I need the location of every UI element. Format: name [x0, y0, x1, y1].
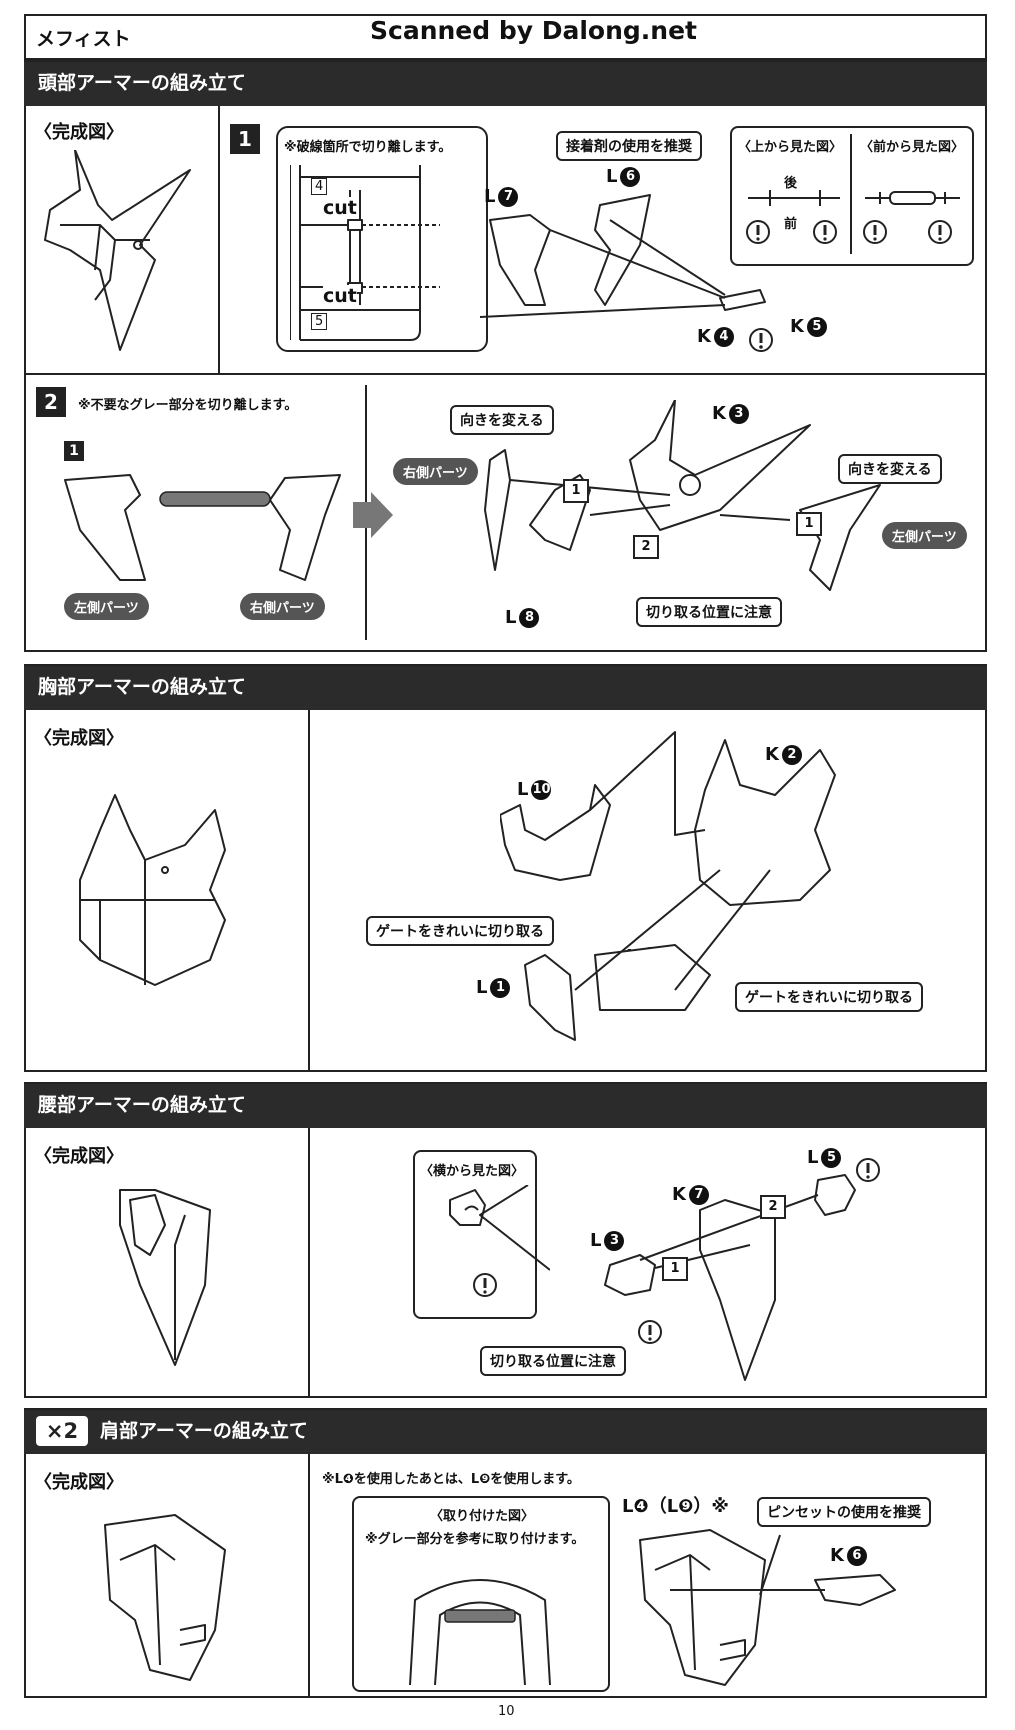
view-front-label: 〈前から見た図〉 [860, 140, 965, 155]
attach-view-illustration [409, 1579, 551, 1685]
attach-view-note: ※グレー部分を参考に取り付けます。 [365, 1532, 585, 1547]
shoulder-section-bar [24, 1410, 987, 1454]
shoulder-assembly-illustration [639, 1529, 896, 1686]
runner-label-5: 5 [311, 313, 328, 330]
order-1b-head: 1 [796, 512, 822, 536]
cut-caution-head: 切り取る位置に注意 [636, 597, 782, 627]
shoulder-completed-illustration [104, 1514, 226, 1681]
glue-callout: 接着剤の使用を推奨 [556, 131, 702, 161]
header-frame [24, 14, 987, 60]
chest-completed-illustration [79, 794, 226, 986]
gate-callout-1: ゲートをきれいに切り取る [366, 916, 554, 946]
head-step1-number: 1 [230, 124, 260, 154]
order-2-waist: 2 [760, 1195, 786, 1219]
scan-credit: Scanned by Dalong.net [370, 16, 698, 45]
runner-label-4: 4 [311, 178, 328, 195]
shoulder-part-main: L❹（L❾）※ [622, 1496, 729, 1517]
tweezers-callout: ピンセットの使用を推奨 [757, 1497, 931, 1527]
head-section-title: 頭部アーマーの組み立て [24, 62, 987, 106]
waist-assembly-illustration [604, 1158, 880, 1381]
chest-divider [308, 710, 310, 1072]
attach-view-title: 〈取り付けた図〉 [430, 1509, 535, 1524]
head-step2-number: 2 [36, 387, 66, 417]
head-step2-right-tag: 右側パーツ [393, 458, 478, 485]
cut-caution-waist: 切り取る位置に注意 [480, 1346, 626, 1376]
head-completed-label: 〈完成図〉 [34, 122, 124, 143]
change-direction-1: 向きを変える [450, 405, 554, 435]
head-step2-left-tag: 左側パーツ [882, 522, 967, 549]
cut-label-1: cut [323, 197, 357, 219]
waist-completed-label: 〈完成図〉 [34, 1146, 124, 1167]
waist-completed-illustration [119, 1189, 211, 1366]
order-1-head: 1 [563, 479, 589, 503]
head-step2-left-illustration [64, 474, 341, 581]
caution-icon-k4 [749, 328, 773, 352]
attach-view-box [352, 1496, 610, 1692]
view-back-marker: 後 [784, 176, 798, 191]
step-arrow-icon [353, 492, 393, 538]
view-box-divider [850, 134, 852, 254]
view-top-label: 〈上から見た図〉 [738, 140, 843, 155]
shoulder-multiplier: ×2 [36, 1416, 88, 1446]
head-step2-right-part: 右側パーツ [240, 593, 325, 620]
gate-callout-2: ゲートをきれいに切り取る [735, 982, 923, 1012]
head-step2-note: ※不要なグレー部分を切り離します。 [78, 398, 298, 413]
head-step2-sub-number: 1 [64, 441, 84, 461]
page-number: 10 [498, 1704, 515, 1719]
chest-section-title: 胸部アーマーの組み立て [24, 666, 987, 710]
shoulder-note: ※L❹を使用したあとは、L❾を使用します。 [322, 1472, 580, 1487]
head-completed-illustration [44, 150, 191, 351]
waist-divider [308, 1128, 310, 1398]
order-1-waist: 1 [662, 1257, 688, 1281]
head-step1-note: ※破線箇所で切り離します。 [284, 140, 452, 155]
page-title: メフィスト [36, 28, 131, 50]
chest-completed-label: 〈完成図〉 [34, 728, 124, 749]
runner-box [276, 126, 488, 352]
head-divider [218, 106, 220, 374]
head-step-divider [24, 373, 987, 375]
chest-assembly-illustration [500, 731, 836, 1041]
side-view-label: 〈横から見た図〉 [420, 1164, 525, 1179]
side-view-box [413, 1150, 537, 1319]
head-step1-parts-illustration [480, 194, 766, 319]
waist-section-title: 腰部アーマーの組み立て [24, 1084, 987, 1128]
view-box [730, 126, 974, 266]
shoulder-divider [308, 1454, 310, 1698]
shoulder-completed-label: 〈完成図〉 [34, 1472, 124, 1493]
shoulder-section-title: 肩部アーマーの組み立て [100, 1420, 308, 1442]
side-view-illustration [449, 1185, 550, 1297]
cut-label-2: cut [323, 285, 357, 307]
change-direction-2: 向きを変える [838, 454, 942, 484]
head-step2-left-part: 左側パーツ [64, 593, 149, 620]
view-front-marker: 前 [784, 217, 798, 232]
order-2-head: 2 [633, 535, 659, 559]
view-illustration [746, 190, 960, 244]
head-step2-assembly-illustration [484, 400, 881, 591]
